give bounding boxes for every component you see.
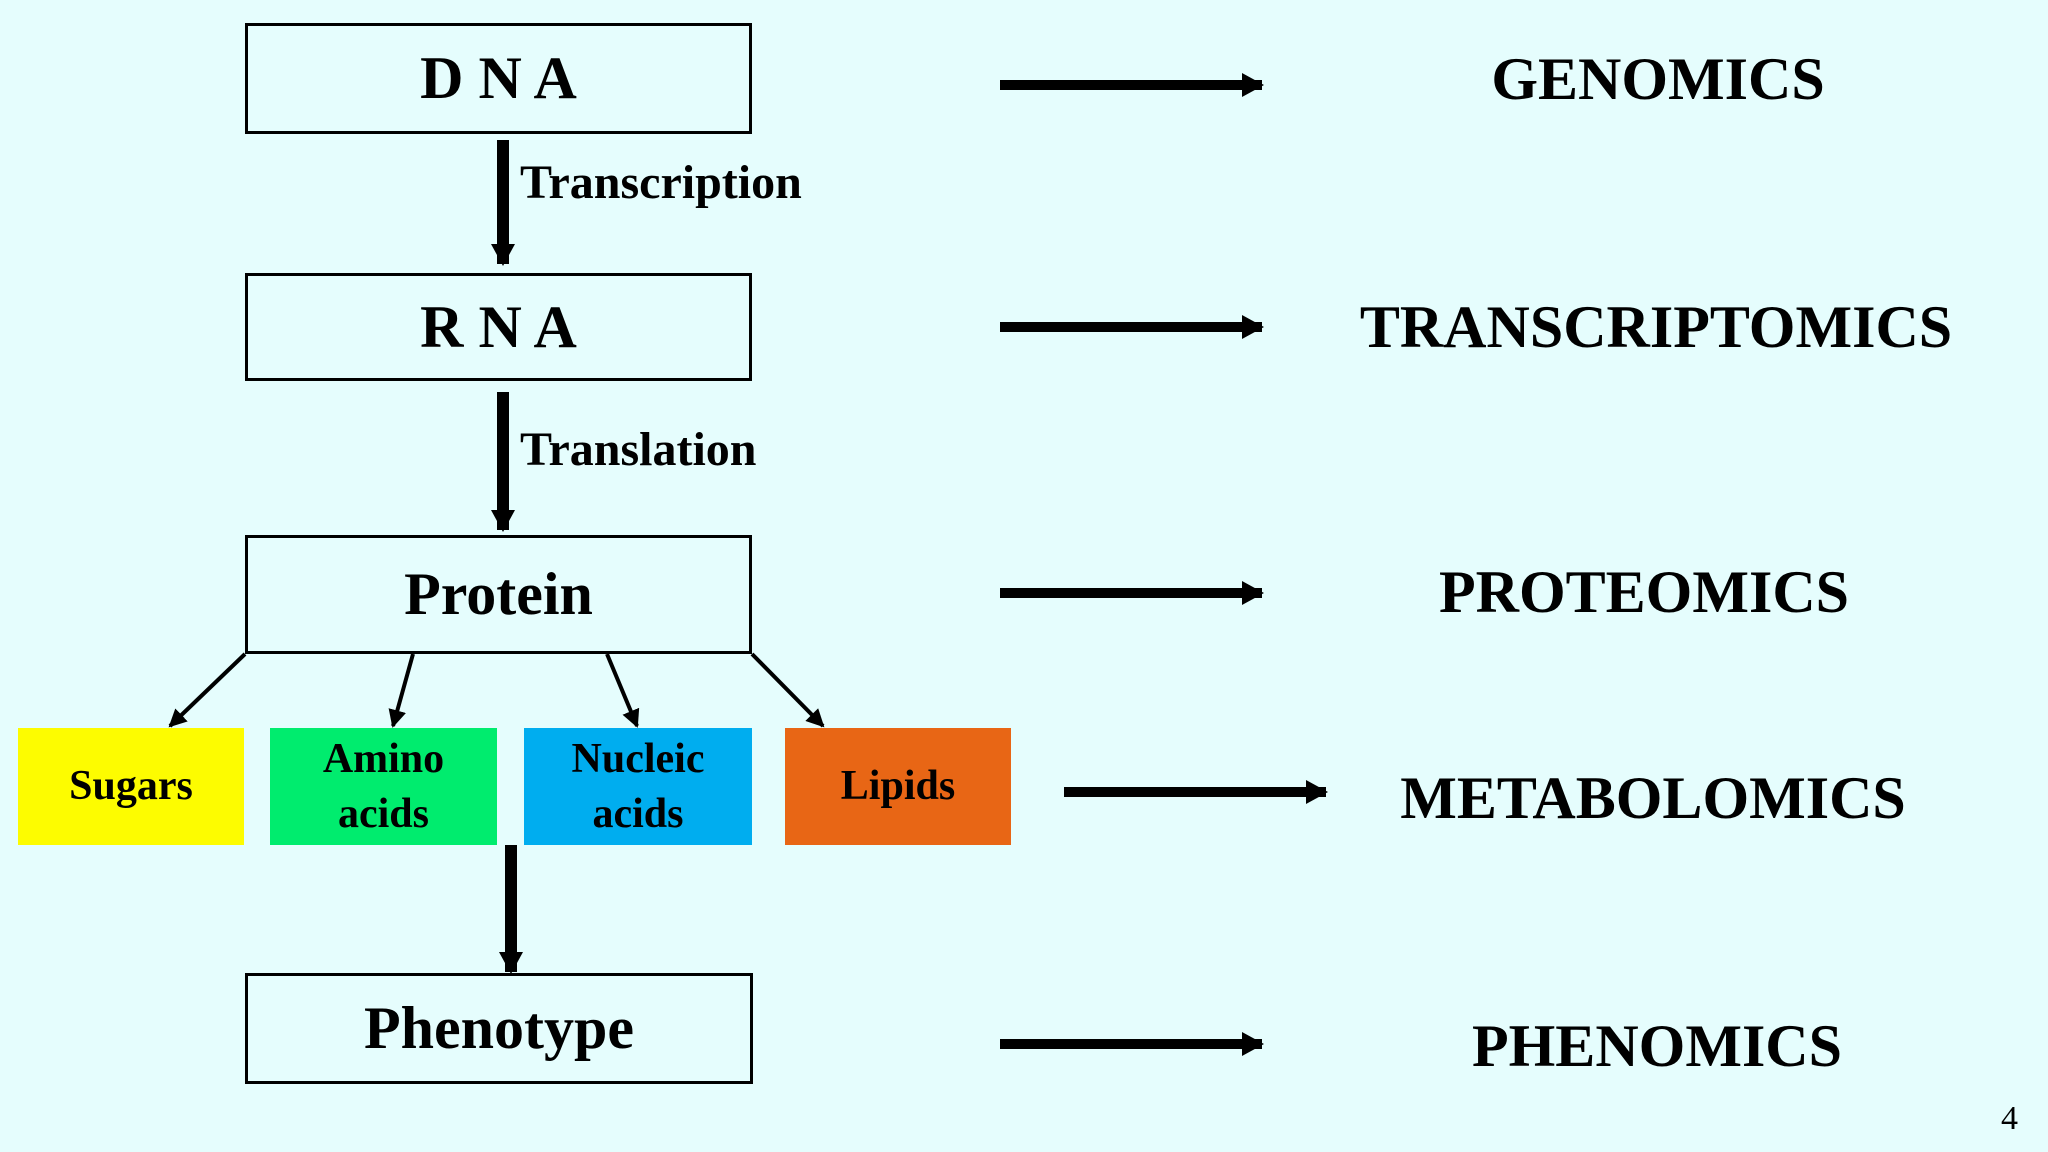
nucleic-acids-box: Nucleic acids bbox=[524, 728, 752, 845]
phenomics-label: PHENOMICS bbox=[1471, 1013, 1843, 1079]
transcriptomics-label: TRANSCRIPTOMICS bbox=[1359, 294, 1953, 360]
phenotype-label: Phenotype bbox=[364, 995, 634, 1061]
nucleic-acids-label-line2: acids bbox=[592, 790, 684, 837]
amino-acids-box: Amino acids bbox=[270, 728, 497, 845]
amino-acids-label-line1: Amino bbox=[322, 735, 445, 782]
metabolomics-label: METABOLOMICS bbox=[1400, 765, 1906, 831]
rna-label: R N A bbox=[420, 293, 577, 360]
genomics-label: GENOMICS bbox=[1491, 46, 1825, 112]
nucleic-acids-label-line1: Nucleic bbox=[571, 735, 705, 782]
sugars-label: Sugars bbox=[69, 763, 193, 810]
protein-to-sugars-arrow bbox=[168, 652, 247, 728]
transcription-label: Transcription bbox=[520, 156, 802, 209]
lipids-box: Lipids bbox=[785, 728, 1011, 845]
protein-to-nucleic-acids-arrow bbox=[605, 653, 640, 728]
phenotype-box: Phenotype bbox=[245, 973, 753, 1084]
dna-label: D N A bbox=[420, 45, 577, 111]
rna-box: R N A bbox=[245, 273, 752, 381]
translation-label: Translation bbox=[520, 423, 757, 476]
protein-label: Protein bbox=[404, 561, 593, 627]
lipids-label: Lipids bbox=[840, 763, 956, 810]
dna-box: D N A bbox=[245, 23, 752, 134]
protein-to-lipids-arrow bbox=[750, 652, 825, 728]
proteomics-label: PROTEOMICS bbox=[1438, 559, 1850, 625]
page-number: 4 bbox=[2001, 1100, 2018, 1137]
sugars-box: Sugars bbox=[18, 728, 244, 845]
amino-acids-label-line2: acids bbox=[337, 790, 429, 837]
protein-box: Protein bbox=[245, 535, 752, 654]
protein-to-amino-acids-arrow bbox=[388, 653, 415, 728]
